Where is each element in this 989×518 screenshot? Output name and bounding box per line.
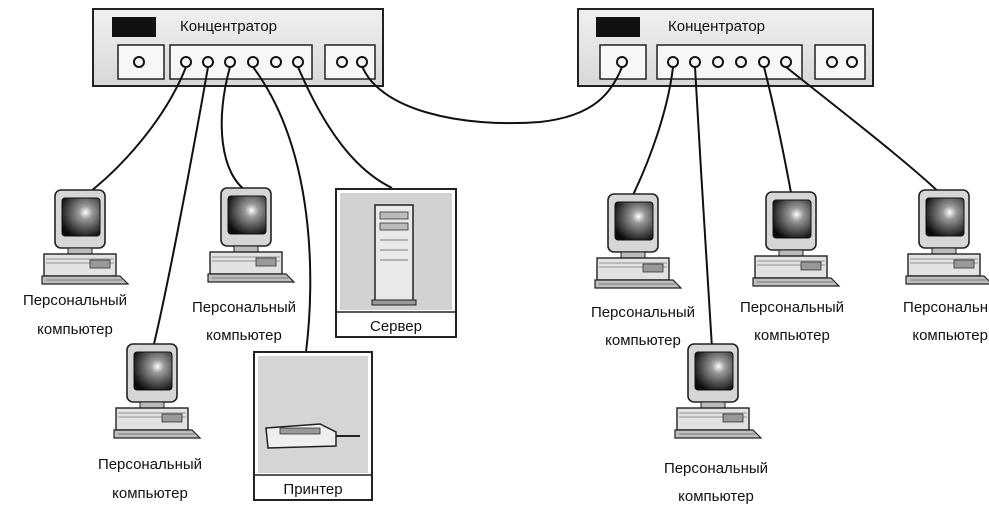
computer-icon — [41, 189, 129, 285]
cable-hub-right-pc7 — [785, 66, 943, 196]
hub-left-port-5 — [270, 56, 282, 68]
pc-7-label-line2: компьютер — [912, 327, 988, 344]
pc-1-label-line1: Персональный — [23, 292, 127, 309]
computer-icon — [594, 193, 682, 289]
pc-1-label-line2: компьютер — [37, 321, 113, 338]
cable-hub-left-pc2 — [151, 66, 209, 353]
pc-3-label-line2: компьютер — [206, 327, 282, 344]
pc-5-label-line2: компьютер — [678, 488, 754, 505]
server-label: Сервер — [370, 318, 422, 335]
pc-5: Персональный компьютер — [664, 343, 768, 505]
hub-right-port-4 — [735, 56, 747, 68]
hub-right-extra-port-1 — [826, 56, 838, 68]
hub-left-extra-port-1 — [336, 56, 348, 68]
hub-left-uplink-panel — [117, 44, 165, 80]
hub-right-port-panel — [656, 44, 803, 80]
pc-2-label-line2: компьютер — [112, 485, 188, 502]
cable-hub-left-server — [297, 66, 393, 189]
hub-left-label: Концентратор — [180, 18, 277, 35]
hub-left-display — [112, 17, 156, 37]
hub-right: Концентратор — [577, 8, 874, 87]
pc-7-label-line1: Персональн — [903, 299, 988, 316]
computer-icon — [905, 189, 989, 285]
pc-3-label-line1: Персональный — [192, 299, 296, 316]
pc-4: Персональный компьютер — [591, 193, 695, 349]
printer: Принтер — [253, 351, 373, 501]
cable-hub-right-pc4 — [631, 66, 674, 198]
hub-right-uplink-panel — [599, 44, 647, 80]
pc-2: Персональный компьютер — [98, 343, 202, 502]
hub-right-display — [596, 17, 640, 37]
hub-left-uplink-port — [133, 56, 145, 68]
pc-3: Персональный компьютер — [192, 187, 296, 344]
cables — [81, 65, 943, 353]
server: Сервер — [335, 188, 457, 338]
computer-icon — [752, 191, 840, 287]
printer-background — [258, 356, 368, 473]
hub-right-port-3 — [712, 56, 724, 68]
hub-right-extra-port-2 — [846, 56, 858, 68]
printer-icon — [265, 423, 360, 449]
cable-hub-left-pc1 — [81, 66, 187, 199]
computer-icon — [674, 343, 762, 439]
hub-left: Концентратор — [92, 8, 384, 87]
printer-label: Принтер — [283, 481, 342, 498]
pc-4-label-line1: Персональный — [591, 304, 695, 321]
cable-hub-left-printer — [252, 66, 312, 353]
cable-hub-right-pc6 — [763, 66, 793, 199]
hub-right-label: Концентратор — [668, 18, 765, 35]
hub-to-hub-cable — [361, 65, 623, 125]
pc-2-label-line1: Персональный — [98, 456, 202, 473]
server-tower-icon — [371, 204, 417, 306]
cable-hub-left-pc3 — [220, 66, 249, 193]
computer-icon — [113, 343, 201, 439]
computer-icon — [207, 187, 295, 283]
pc-6-label-line2: компьютер — [754, 327, 830, 344]
pc-5-label-line1: Персональный — [664, 460, 768, 477]
pc-6-label-line1: Персональный — [740, 299, 844, 316]
pc-1: Персональный компьютер — [23, 189, 129, 338]
hub-left-port-panel — [169, 44, 313, 80]
pc-4-label-line2: компьютер — [605, 332, 681, 349]
pc-7: Персональн компьютер — [903, 189, 989, 344]
cable-hub-right-pc5 — [694, 66, 713, 349]
pc-6: Персональный компьютер — [740, 191, 844, 344]
